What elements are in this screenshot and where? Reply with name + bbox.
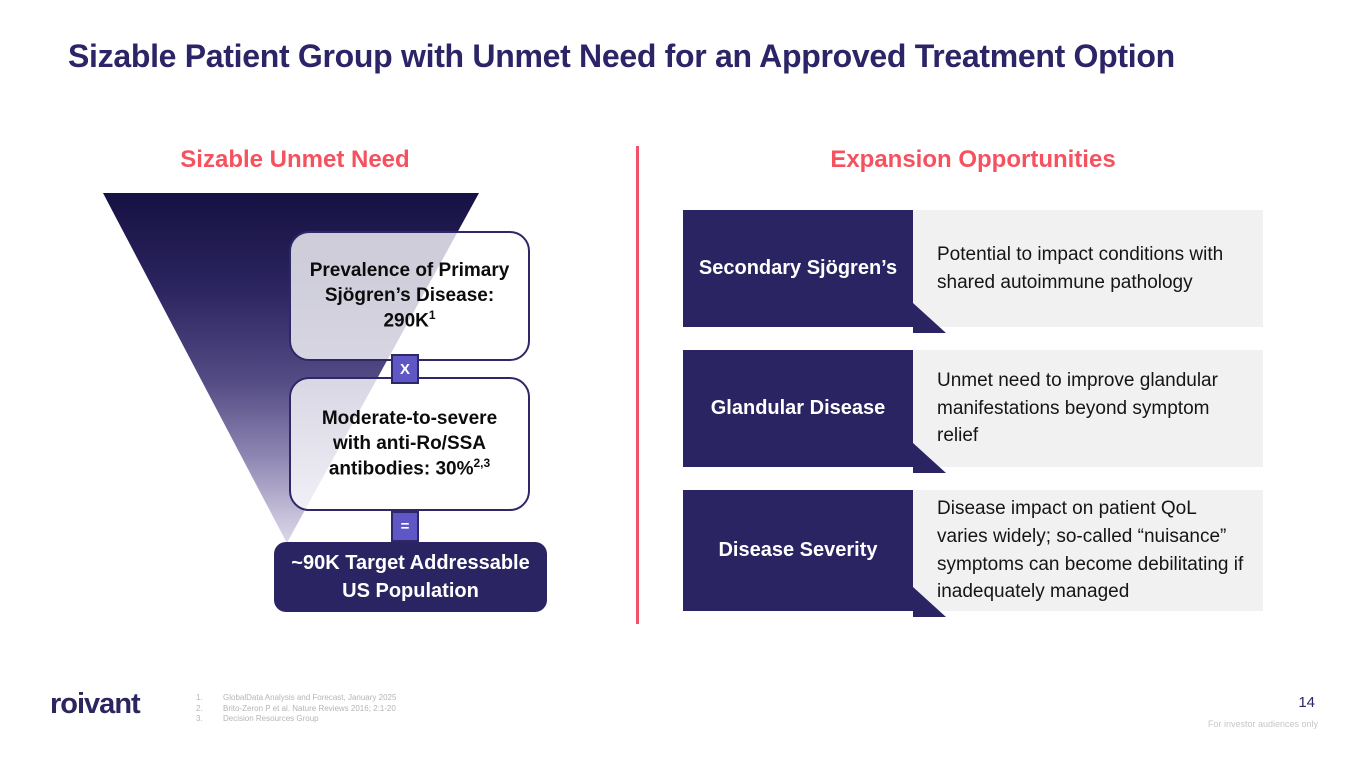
- row-description-text: Disease impact on patient QoL varies wid…: [937, 498, 1244, 603]
- funnel-box-prevalence-line1: Prevalence of Primary: [309, 260, 510, 282]
- row-label-text: Glandular Disease: [710, 397, 886, 419]
- row-description: Potential to impact conditions with shar…: [913, 210, 1263, 327]
- row-label-text: Disease Severity: [718, 539, 878, 561]
- row-label: Secondary Sjögren’s: [683, 210, 946, 333]
- antibodies-value: antibodies: 30%: [328, 458, 474, 480]
- left-section-heading: Sizable Unmet Need: [180, 146, 410, 173]
- expansion-row-disease-severity: Disease Severity Disease impact on patie…: [683, 490, 1263, 617]
- footnote-text: Brito-Zeron P et al. Nature Reviews 2016…: [223, 703, 396, 713]
- row-label: Glandular Disease: [683, 350, 946, 473]
- expansion-rows: Secondary Sjögren’s Potential to impact …: [683, 210, 1263, 617]
- result-line2: US Population: [342, 580, 479, 602]
- footnote-2: 2. Brito-Zeron P et al. Nature Reviews 2…: [196, 704, 396, 715]
- section-divider-line: [636, 146, 639, 624]
- row-description-text: Unmet need to improve glandular manifest…: [937, 370, 1218, 447]
- funnel-box-moderate-line2: with anti-Ro/SSA: [332, 433, 487, 455]
- footnote-3: 3. Decision Resources Group: [196, 714, 396, 725]
- funnel-box-moderate-value: antibodies: 30%2,3: [329, 456, 490, 481]
- expansion-row-glandular-disease: Glandular Disease Unmet need to improve …: [683, 350, 1263, 473]
- expansion-row-secondary-sjogrens: Secondary Sjögren’s Potential to impact …: [683, 210, 1263, 333]
- equals-operator-badge: =: [391, 511, 419, 542]
- row-label: Disease Severity: [683, 490, 946, 617]
- prevalence-footnote-ref: 1: [428, 308, 436, 323]
- footnotes: 1. GlobalData Analysis and Forecast, Jan…: [196, 693, 396, 725]
- footnote-number: 3.: [196, 714, 203, 723]
- multiply-operator-badge: X: [391, 354, 419, 384]
- row-label-text: Secondary Sjögren’s: [698, 257, 898, 279]
- funnel-box-moderate-line1: Moderate-to-severe: [321, 408, 498, 430]
- funnel-box-prevalence: Prevalence of Primary Sjögren’s Disease:…: [289, 231, 530, 361]
- page-title: Sizable Patient Group with Unmet Need fo…: [68, 38, 1175, 74]
- row-description: Disease impact on patient QoL varies wid…: [913, 490, 1263, 611]
- funnel-box-moderate-severe: Moderate-to-severe with anti-Ro/SSA anti…: [289, 377, 530, 511]
- roivant-logo: roivant: [50, 688, 141, 720]
- row-description-text: Potential to impact conditions with shar…: [937, 243, 1224, 293]
- footnote-1: 1. GlobalData Analysis and Forecast, Jan…: [196, 693, 396, 704]
- prevalence-value: 290K: [383, 310, 429, 332]
- row-description: Unmet need to improve glandular manifest…: [913, 350, 1263, 467]
- page-number: 14: [1298, 694, 1315, 711]
- footnote-number: 1.: [196, 693, 203, 702]
- funnel-box-prevalence-line2: Sjögren’s Disease:: [324, 285, 495, 307]
- footnote-text: GlobalData Analysis and Forecast, Januar…: [223, 693, 397, 702]
- antibodies-footnote-ref: 2,3: [473, 456, 491, 471]
- audience-note: For investor audiences only: [1207, 719, 1318, 729]
- result-box-target-population: ~90K Target Addressable US Population: [274, 542, 547, 612]
- funnel-box-prevalence-value: 290K1: [383, 308, 435, 333]
- right-section-heading: Expansion Opportunities: [830, 146, 1116, 173]
- footnote-text: Decision Resources Group: [223, 714, 319, 723]
- result-line1: ~90K Target Addressable: [291, 552, 530, 574]
- footnote-number: 2.: [196, 703, 203, 713]
